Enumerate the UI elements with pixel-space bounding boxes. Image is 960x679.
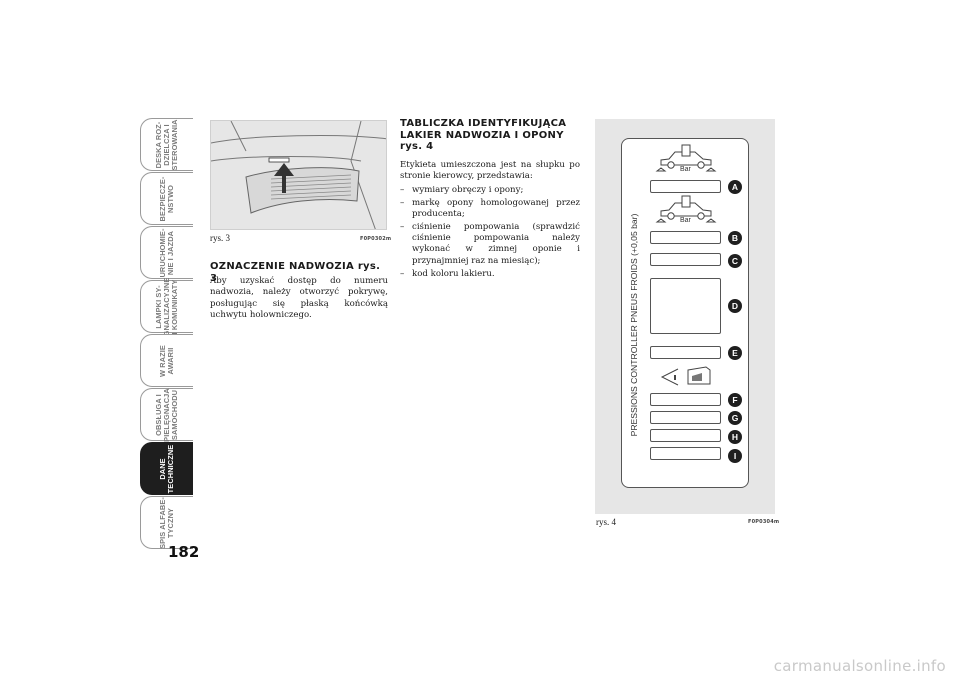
tab-spis-alfabetyczny[interactable]: SPIS ALFABE- TYCZNY bbox=[140, 496, 193, 549]
tab-deska-rozdzielcza[interactable]: DESKA ROZ- DZIELCZA I STEROWANIA bbox=[140, 118, 193, 171]
tab-label: SPIS ALFABE- TYCZNY bbox=[158, 496, 175, 549]
heading-line: LAKIER NADWOZIA I OPONY bbox=[400, 129, 564, 141]
tab-label: LAMPKI SY- GNALIZACYJNE I KOMUNIKATY bbox=[154, 277, 179, 336]
marker-a: A bbox=[728, 180, 742, 194]
section-heading-body-number: OZNACZENIE NADWOZIA rys. 3 bbox=[210, 261, 381, 284]
marker-c: C bbox=[728, 254, 742, 268]
marker-b: B bbox=[728, 231, 742, 245]
field-slot bbox=[650, 393, 721, 406]
heading-line: TABLICZKA IDENTYFIKUJĄCA bbox=[400, 118, 567, 129]
tab-bezpieczenstwo[interactable]: BEZPIECZE- NSTWO bbox=[140, 172, 193, 225]
figure-4-caption: rys. 4 bbox=[596, 517, 616, 527]
field-slot bbox=[650, 346, 721, 359]
field-slot bbox=[650, 231, 721, 244]
field-slot bbox=[650, 447, 721, 460]
section-body-number-text: Aby uzyskać dostęp do numeru nadwozia, n… bbox=[210, 276, 388, 320]
figure-3-caption: rys. 3 bbox=[210, 233, 230, 243]
marker-i: I bbox=[728, 449, 742, 463]
figure-3-code: F0P0302m bbox=[360, 236, 392, 242]
page-number: 182 bbox=[168, 543, 200, 561]
marker-h: H bbox=[728, 430, 742, 444]
tab-dane-techniczne[interactable]: DANE TECHNICZNE bbox=[140, 442, 193, 495]
tab-uruchomienie[interactable]: URUCHOMIE- NIE I JAZDA bbox=[140, 226, 193, 279]
figure-3-illustration bbox=[210, 120, 387, 230]
tab-label: BEZPIECZE- NSTWO bbox=[158, 176, 175, 221]
car-front-axle-icon bbox=[655, 144, 717, 172]
bar-label: Bar bbox=[680, 217, 691, 224]
car-rear-axle-icon bbox=[655, 195, 717, 223]
tab-label: DANE TECHNICZNE bbox=[158, 444, 175, 493]
car-front-hood-drawing bbox=[211, 121, 386, 229]
section-heading-id-plate: TABLICZKA IDENTYFIKUJĄCA LAKIER NADWOZIA… bbox=[400, 118, 585, 153]
marker-f: F bbox=[728, 393, 742, 407]
list-item: kod koloru lakieru. bbox=[400, 269, 580, 281]
tab-label: OBSŁUGA I PIELĘGNACJA SAMOCHODU bbox=[154, 387, 179, 442]
field-slot bbox=[650, 253, 721, 266]
heading-line: rys. 4 bbox=[400, 141, 434, 152]
tab-label: W RAZIE AWARII bbox=[158, 344, 175, 377]
marker-g: G bbox=[728, 411, 742, 425]
list-item: markę opony homologowanej przez producen… bbox=[400, 198, 580, 221]
watermark: carmanualsonline.info bbox=[773, 657, 946, 675]
tab-w-razie-awarii[interactable]: W RAZIE AWARII bbox=[140, 334, 193, 387]
field-slot bbox=[650, 180, 721, 193]
tab-lampki[interactable]: LAMPKI SY- GNALIZACYJNE I KOMUNIKATY bbox=[140, 277, 193, 336]
field-slot bbox=[650, 429, 721, 442]
tab-label: DESKA ROZ- DZIELCZA I STEROWANIA bbox=[154, 118, 179, 171]
list-item: ciśnienie pompowania (sprawdzić ciśnieni… bbox=[400, 222, 580, 267]
paint-code-icon bbox=[660, 366, 711, 386]
list-item: wymiary obręczy i opony; bbox=[400, 185, 580, 197]
tab-label: URUCHOMIE- NIE I JAZDA bbox=[158, 227, 175, 278]
field-slot-large bbox=[650, 278, 721, 334]
tab-obsluga[interactable]: OBSŁUGA I PIELĘGNACJA SAMOCHODU bbox=[140, 388, 193, 441]
bar-label: Bar bbox=[680, 166, 691, 173]
field-slot bbox=[650, 411, 721, 424]
marker-d: D bbox=[728, 299, 742, 313]
figure-4-code: F0P0304m bbox=[748, 519, 780, 525]
plate-info-list: wymiary obręczy i opony; markę opony hom… bbox=[400, 185, 580, 281]
section-intro-text: Etykieta umieszczona jest na słupku po s… bbox=[400, 160, 580, 182]
label-vertical-text: PRESSIONS CONTROLLER PNEUS FROIDS (+0,05… bbox=[629, 213, 639, 437]
marker-e: E bbox=[728, 346, 742, 360]
